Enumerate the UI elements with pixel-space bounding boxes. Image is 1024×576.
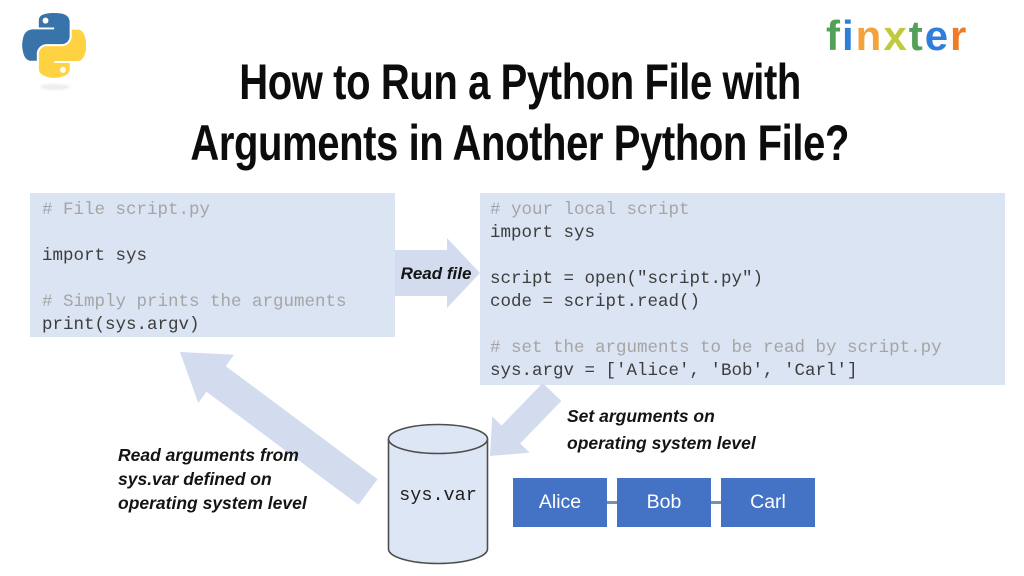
finxter-letter: r xyxy=(950,12,969,59)
finxter-letter: x xyxy=(883,12,909,59)
argument-box: Alice xyxy=(513,478,607,527)
code-line: print(sys.argv) xyxy=(42,315,200,335)
arrow-shape xyxy=(180,352,378,505)
code-line: # your local script xyxy=(490,200,690,220)
page-title-line2: Arguments in Another Python File? xyxy=(190,115,850,171)
read-args-label-line3: operating system level xyxy=(118,493,307,513)
code-line: # Simply prints the arguments xyxy=(42,292,347,312)
python-logo-yellow-snake xyxy=(38,29,86,78)
python-logo-blue-snake xyxy=(22,13,70,61)
page-title-line1: How to Run a Python File with xyxy=(239,54,801,110)
read-file-label: Read file xyxy=(400,264,472,283)
code-block-script-py: # File script.py import sys # Simply pri… xyxy=(30,193,395,337)
code-line: script = open("script.py") xyxy=(490,269,764,289)
read-args-label-line2: sys.var defined on xyxy=(118,469,272,489)
code-block-local-script: # your local script import sys script = o… xyxy=(480,193,1005,385)
connector-line xyxy=(711,501,721,504)
sys-var-cylinder: sys.var xyxy=(387,423,489,567)
argument-box: Bob xyxy=(617,478,711,527)
arrow-shape xyxy=(490,383,562,456)
page-title: How to Run a Python File with Arguments … xyxy=(90,52,950,174)
set-args-label-line2: operating system level xyxy=(567,433,756,453)
python-logo-shadow xyxy=(40,84,70,90)
code-line xyxy=(42,222,395,245)
connector-line xyxy=(607,501,617,504)
finxter-logo: finxter xyxy=(826,12,968,60)
code-line: code = script.read() xyxy=(490,292,701,312)
read-args-label-line1: Read arguments from xyxy=(118,445,299,465)
cylinder-body xyxy=(387,439,489,565)
set-args-label-line1: Set arguments on xyxy=(567,406,715,426)
read-file-arrow xyxy=(395,238,480,308)
argument-box: Carl xyxy=(721,478,815,527)
code-line xyxy=(490,314,1005,337)
cylinder-label: sys.var xyxy=(399,485,477,506)
finxter-letter: e xyxy=(924,12,951,59)
code-line: # set the arguments to be read by script… xyxy=(490,338,942,358)
set-args-arrow xyxy=(490,383,562,456)
code-line xyxy=(490,245,1005,268)
code-line: sys.argv = ['Alice', 'Bob', 'Carl'] xyxy=(490,361,858,381)
code-line xyxy=(42,268,395,291)
arrow-shape xyxy=(395,238,480,308)
finxter-letter: t xyxy=(908,12,925,59)
finxter-letter: f xyxy=(826,12,842,59)
code-line: # File script.py xyxy=(42,200,211,220)
cylinder-top xyxy=(387,423,489,455)
code-line: import sys xyxy=(42,246,148,266)
read-args-arrow xyxy=(180,352,378,505)
cylinder-shape xyxy=(387,423,489,565)
finxter-letter: i xyxy=(842,12,856,59)
read-args-label: Read arguments from sys.var defined on o… xyxy=(118,443,307,515)
python-logo xyxy=(22,13,86,78)
set-args-label: Set arguments on operating system level xyxy=(567,403,756,457)
finxter-letter: n xyxy=(855,12,884,59)
code-line: import sys xyxy=(490,223,596,243)
